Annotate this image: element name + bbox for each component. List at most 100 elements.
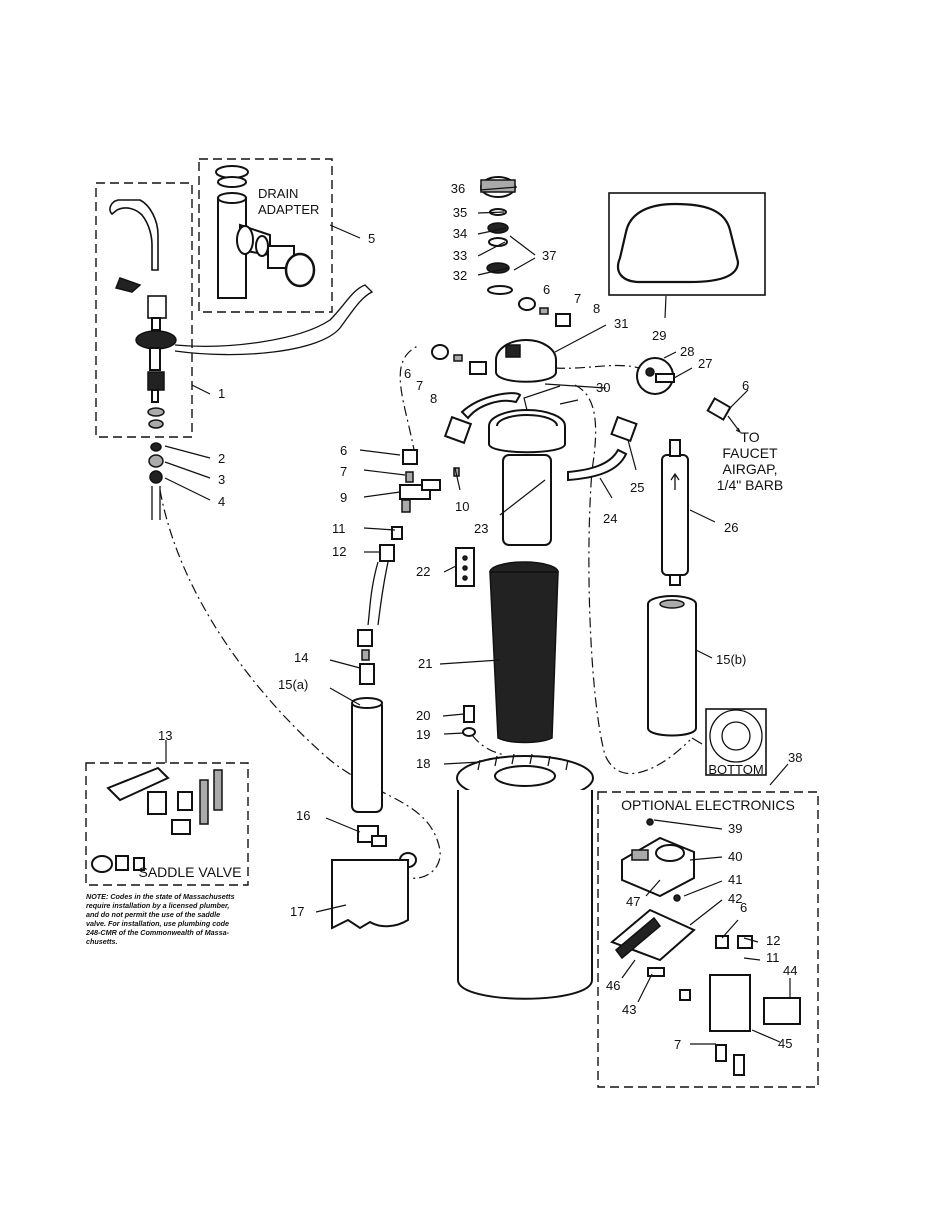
- valve-assembly-left: [367, 449, 460, 626]
- electronics-parts: [610, 818, 801, 1076]
- clamp-24: [567, 448, 628, 482]
- flow-line-feed: [159, 489, 441, 879]
- part-number: 29: [652, 328, 666, 343]
- cover-box: [608, 192, 766, 296]
- cover-29: [616, 202, 740, 284]
- fittings-6-7-8-upper-left: [431, 344, 487, 375]
- fittings-6-7-8-upper-right: [518, 297, 571, 327]
- insert-22: [455, 547, 475, 587]
- clamp-30: [443, 392, 522, 445]
- part-number: 2: [218, 451, 225, 466]
- tube-drain-line: [174, 284, 374, 356]
- part-number: 38: [788, 750, 802, 765]
- part-number: 12: [332, 544, 346, 559]
- part-number: 33: [453, 248, 467, 263]
- part-number: 31: [614, 316, 628, 331]
- prefilter-15a: [351, 629, 383, 813]
- note-line-5: 248-CMR of the Commonwealth of Massa-: [85, 928, 230, 937]
- part-number: 25: [630, 480, 644, 495]
- part-number: 16: [296, 808, 310, 823]
- part-number: 11: [332, 521, 346, 536]
- bracket-17: [331, 859, 409, 930]
- part-number: 24: [603, 511, 617, 526]
- part-number: 21: [418, 656, 432, 671]
- part-number: 12: [766, 933, 780, 948]
- part-number: 40: [728, 849, 742, 864]
- bracket-25: [610, 415, 638, 443]
- flow-line-head: [574, 384, 691, 774]
- flow-line-faucet: [554, 364, 646, 371]
- part-number: 17: [290, 904, 304, 919]
- optional-electronics-label: OPTIONAL ELECTRONICS: [621, 797, 795, 813]
- part-number: 6: [543, 282, 550, 297]
- drain-adapter-line1: DRAIN: [258, 186, 298, 201]
- drain-adapter: [215, 165, 316, 299]
- part-number: 6: [404, 366, 411, 381]
- part-number: 6: [740, 900, 747, 915]
- part-number: 23: [474, 521, 488, 536]
- part-number: 26: [724, 520, 738, 535]
- to-faucet-line3: AIRGAP,: [723, 461, 778, 477]
- part-number: 14: [294, 650, 308, 665]
- part-number: 44: [783, 963, 797, 978]
- part-number: 6: [742, 378, 749, 393]
- part-number: 11: [766, 950, 780, 965]
- part-number: 47: [626, 894, 640, 909]
- part-number: 13: [158, 728, 172, 743]
- part-number: 6: [340, 443, 347, 458]
- tank-18: [456, 753, 594, 1000]
- leader-lines: [164, 186, 791, 1045]
- part-number: 8: [593, 301, 600, 316]
- part-number: 7: [416, 378, 423, 393]
- part-number: 20: [416, 708, 430, 723]
- drain-adapter-line2: ADAPTER: [258, 202, 319, 217]
- part-number: 30: [596, 380, 610, 395]
- note-line-3: and do not permit the use of the saddle: [86, 910, 220, 919]
- note-line-6: chusetts.: [86, 937, 118, 946]
- saddle-valve-label: SADDLE VALVE: [139, 864, 242, 880]
- part-number: 28: [680, 344, 694, 359]
- part-number: 7: [340, 464, 347, 479]
- bottom-view-box: [705, 708, 767, 776]
- faucet-nut-2: [150, 442, 162, 452]
- bottom-view: [709, 709, 763, 763]
- part-number: 22: [416, 564, 430, 579]
- note-line-2: require installation by a licensed plumb…: [86, 901, 229, 910]
- stack-36-32: [480, 176, 516, 295]
- flow-line-tank: [471, 734, 506, 756]
- note-line-1: NOTE: Codes in the state of Massachusett…: [86, 892, 235, 901]
- filter-15b: [647, 595, 697, 737]
- head-cap-31: [495, 339, 557, 383]
- optional-electronics-box: [597, 791, 819, 1088]
- note-line-4: valve. For installation, use plumbing co…: [86, 919, 229, 928]
- part-number: 19: [416, 727, 430, 742]
- fitting-20-19: [462, 705, 476, 737]
- part-number: 36: [451, 181, 465, 196]
- part-number: 5: [368, 231, 375, 246]
- faucet-ferrule-3: [148, 454, 164, 468]
- faucet-tube: [151, 486, 161, 520]
- part-number: 15(b): [716, 652, 746, 667]
- to-faucet-line2: FAUCET: [722, 445, 778, 461]
- drain-adapter-box: [198, 158, 333, 313]
- part-number: 34: [453, 226, 467, 241]
- part-number: 46: [606, 978, 620, 993]
- part-number: 3: [218, 472, 225, 487]
- part-number: 10: [455, 499, 469, 514]
- faucet-insert-4: [149, 470, 163, 484]
- part-number: 1: [218, 386, 225, 401]
- part-number: 39: [728, 821, 742, 836]
- faucet-assembly: [109, 199, 177, 429]
- bottom-label: BOTTOM: [708, 762, 763, 777]
- massachusetts-note: NOTE: Codes in the state of Massachusett…: [85, 892, 235, 946]
- part-number: 35: [453, 205, 467, 220]
- part-number: 37: [542, 248, 556, 263]
- faucet-group-box: [95, 182, 193, 438]
- part-number: 27: [698, 356, 712, 371]
- part-number: 9: [340, 490, 347, 505]
- saddle-valve-box: [85, 762, 249, 886]
- saddle-valve-parts: [91, 766, 223, 873]
- part-number: 41: [728, 872, 742, 887]
